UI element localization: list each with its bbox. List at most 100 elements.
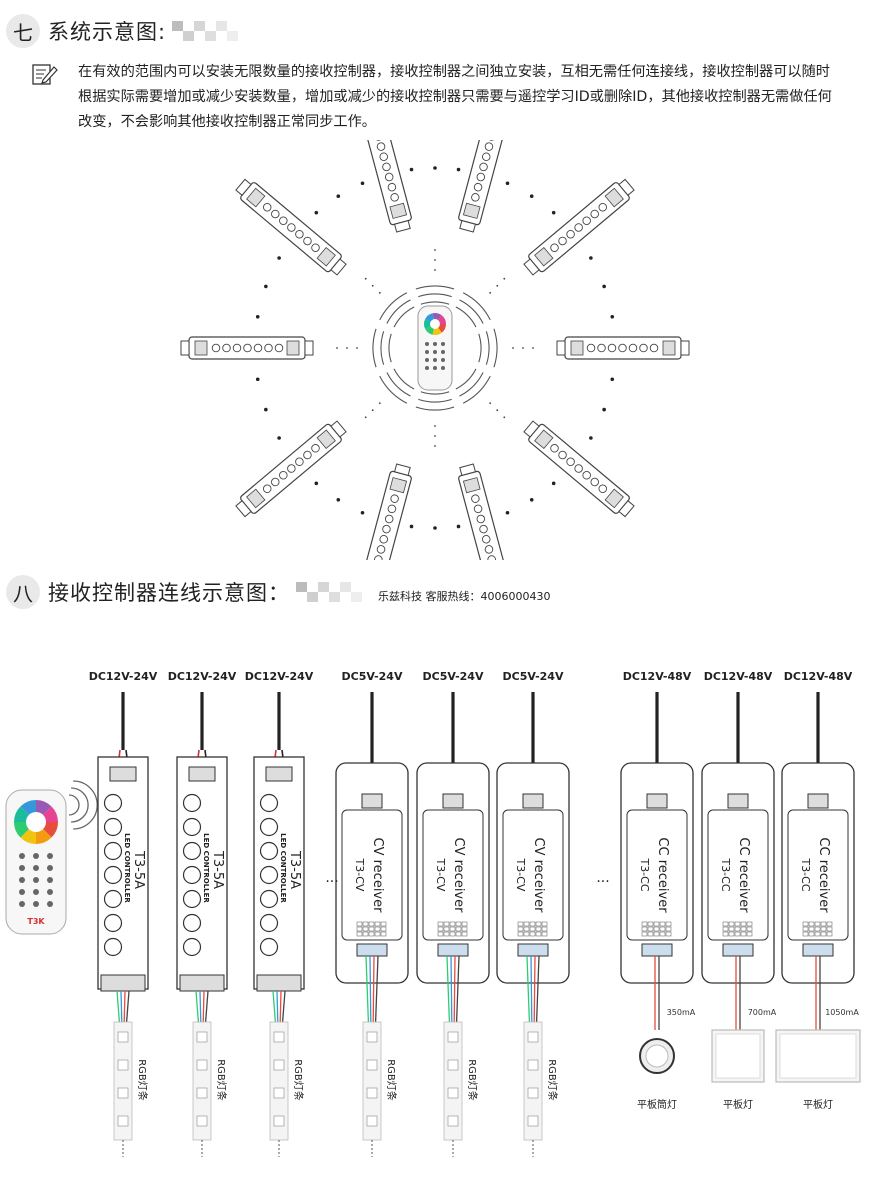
output-wire bbox=[195, 990, 200, 1023]
voltage-label: DC5V-24V bbox=[423, 670, 484, 683]
controller-button bbox=[182, 841, 202, 861]
terminal-block bbox=[246, 488, 266, 509]
led-chip bbox=[527, 1087, 539, 1099]
signal-dot bbox=[434, 259, 436, 261]
controller-tab bbox=[330, 258, 347, 276]
signal-dot bbox=[336, 347, 338, 349]
remote-key bbox=[433, 342, 437, 346]
downlight-lens bbox=[645, 1044, 669, 1068]
dip-switch bbox=[734, 921, 741, 927]
led-chip bbox=[527, 1059, 539, 1071]
voltage-label: DC5V-24V bbox=[503, 670, 564, 683]
wireless-signal-icon bbox=[455, 277, 506, 328]
device-label: LED CONTROLLER bbox=[279, 833, 287, 903]
ellipsis-dot bbox=[602, 407, 606, 412]
ellipsis-dot bbox=[505, 510, 510, 515]
ellipsis-text: ··· bbox=[596, 874, 609, 890]
controller-button bbox=[182, 889, 202, 909]
ellipsis-dot bbox=[409, 167, 414, 172]
dip-switch bbox=[437, 926, 444, 932]
load-label: RGB灯条 bbox=[385, 1059, 398, 1101]
load-label: RGB灯条 bbox=[292, 1059, 305, 1101]
wireless-signal-icon bbox=[364, 277, 415, 328]
controller-tab bbox=[393, 463, 411, 476]
receiver-controller-icon bbox=[523, 178, 635, 276]
signal-dot bbox=[496, 284, 499, 287]
dip-switch bbox=[802, 926, 809, 932]
dip-switch bbox=[665, 931, 672, 937]
voltage-label: DC5V-24V bbox=[342, 670, 403, 683]
terminal-block bbox=[462, 477, 481, 494]
section-8-header: 八 接收控制器连线示意图： bbox=[6, 575, 362, 609]
dip-switch bbox=[374, 921, 381, 927]
controller-button bbox=[311, 444, 320, 453]
dip-switch bbox=[362, 926, 369, 932]
output-terminal bbox=[356, 943, 388, 957]
signal-dot bbox=[512, 347, 514, 349]
signal-dot bbox=[434, 269, 436, 271]
dip-switch bbox=[653, 921, 660, 927]
signal-arc bbox=[459, 372, 484, 397]
voltage-label: DC12V-24V bbox=[89, 670, 158, 683]
led-chip bbox=[196, 1087, 208, 1099]
dip-switch bbox=[517, 926, 524, 932]
controller-button bbox=[103, 841, 123, 861]
receiver-panel bbox=[626, 809, 688, 941]
output-wire bbox=[455, 955, 460, 1023]
dip-switch bbox=[523, 926, 530, 932]
controller-button bbox=[387, 504, 397, 514]
dip-switch bbox=[449, 931, 456, 937]
led-chip bbox=[196, 1115, 208, 1127]
section-7-title: 系统示意图: bbox=[48, 20, 167, 44]
remote-key bbox=[441, 358, 445, 362]
controller-tab bbox=[459, 220, 477, 233]
wireless-signal-icon bbox=[415, 391, 455, 447]
remote-key bbox=[441, 342, 445, 346]
signal-arc bbox=[380, 331, 385, 365]
controller-button bbox=[103, 913, 123, 933]
controller-button bbox=[479, 524, 488, 534]
dip-switch bbox=[808, 926, 815, 932]
ellipsis-dot bbox=[277, 436, 281, 440]
decorative-checker bbox=[172, 21, 239, 41]
current-label: 700mA bbox=[748, 1008, 777, 1017]
signal-arc bbox=[493, 328, 498, 368]
remote-key bbox=[425, 350, 429, 354]
output-wire bbox=[530, 955, 533, 1023]
output-terminal bbox=[802, 943, 834, 957]
ellipsis-dot bbox=[551, 481, 556, 486]
receiver-controller-icon bbox=[556, 336, 690, 360]
load-label: RGB灯条 bbox=[546, 1059, 559, 1101]
led-chip bbox=[196, 1031, 208, 1043]
led-chip bbox=[117, 1031, 129, 1043]
signal-dot bbox=[364, 277, 367, 280]
dip-switch bbox=[461, 921, 468, 927]
dip-switch bbox=[529, 926, 536, 932]
dip-switch bbox=[722, 931, 729, 937]
dip-switch bbox=[443, 931, 450, 937]
dip-switch bbox=[740, 921, 747, 927]
controller-button bbox=[550, 444, 559, 453]
ellipsis-dot bbox=[336, 498, 341, 502]
terminal-block bbox=[534, 429, 554, 450]
model-label: T3-CV bbox=[514, 858, 527, 892]
terminal-block bbox=[389, 477, 408, 494]
controller-button bbox=[558, 236, 567, 246]
controller-tab bbox=[618, 178, 635, 196]
dip-switch bbox=[653, 931, 660, 937]
ellipsis-dot bbox=[589, 256, 593, 260]
dip-switch bbox=[665, 926, 672, 932]
model-label: T3-CV bbox=[353, 858, 366, 892]
wireless-signal-icon bbox=[415, 249, 455, 305]
dip-switch bbox=[541, 921, 548, 927]
controller-button bbox=[259, 817, 279, 837]
service-hotline: 乐兹科技 客服热线：4006000430 bbox=[378, 590, 551, 603]
signal-dot bbox=[356, 347, 358, 349]
section-7-header: 七 系统示意图: bbox=[6, 14, 239, 48]
device-label: CV receiver bbox=[531, 838, 546, 914]
load-label: 平板灯 bbox=[803, 1098, 833, 1111]
controller-button bbox=[649, 343, 659, 353]
controller-button bbox=[259, 889, 279, 909]
controller-button bbox=[303, 450, 312, 460]
